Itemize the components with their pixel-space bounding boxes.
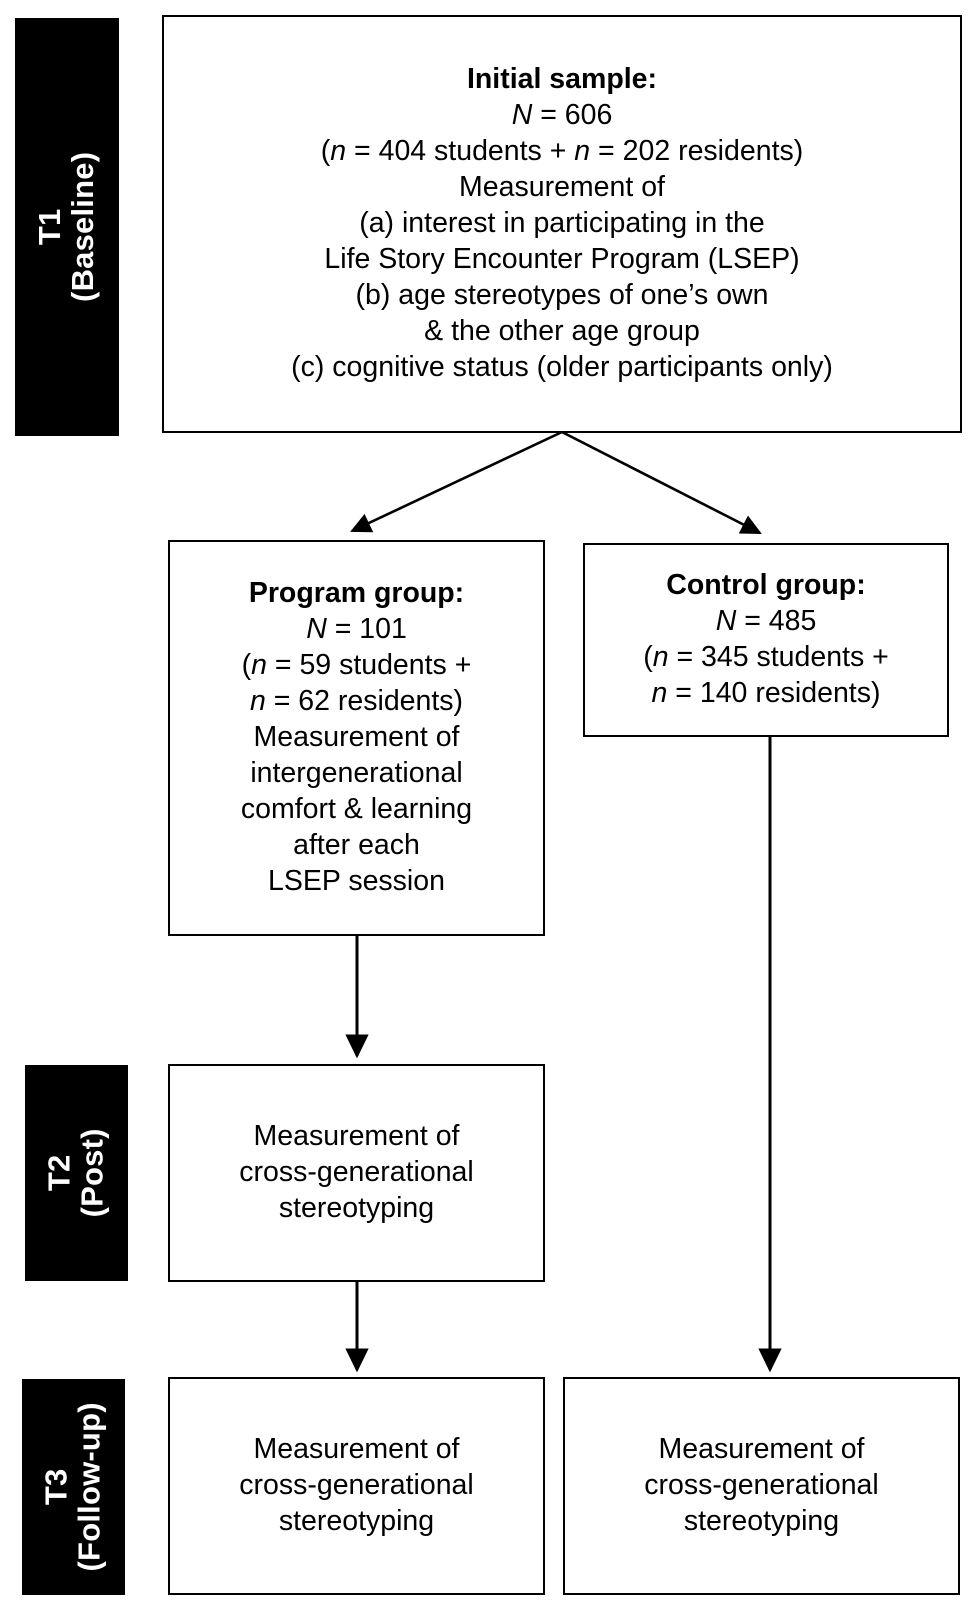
box-t3-control-outcome: Measurement of cross-generational stereo… [563, 1377, 960, 1595]
connector-split-to-control [561, 430, 762, 535]
t2-outcome-line-2: cross-generational [239, 1156, 474, 1189]
timebar-t1-code: T1 [32, 208, 68, 246]
timebar-t1-qualifier: (Baseline) [65, 151, 101, 303]
program-group-paren-open: ( [241, 649, 252, 682]
initial-sample-measurement-label: Measurement of [459, 171, 665, 204]
t3-control-outcome-line-3: stereotyping [683, 1504, 840, 1537]
control-group-breakdown-line1: (n = 345 students + [643, 640, 889, 676]
initial-sample-n-symbol: N [511, 99, 533, 132]
program-group-breakdown-line2: n = 62 residents) [250, 684, 463, 720]
initial-sample-item-b-continued: & the other age group [424, 314, 700, 347]
program-group-n1-symbol: n [251, 649, 267, 682]
initial-sample-n2-value: = 202 residents) [590, 135, 804, 168]
program-group-breakdown-line1: (n = 59 students + [242, 648, 472, 684]
box-program-group: Program group: N = 101 (n = 59 students … [168, 540, 545, 936]
program-group-body-line-5: LSEP session [268, 864, 445, 897]
program-group-heading: Program group: [248, 577, 465, 610]
timebar-t3-qualifier: (Follow-up) [71, 1402, 107, 1572]
control-group-breakdown-line2: n = 140 residents) [652, 676, 881, 712]
box-control-group: Control group: N = 485 (n = 345 students… [583, 543, 949, 737]
program-group-body-line-2: intergenerational [250, 756, 463, 789]
program-group-body-line-1: Measurement of [253, 721, 460, 754]
program-group-body-line-4: after each [293, 828, 420, 861]
control-group-n1-value: = 345 students + [668, 641, 889, 673]
timebar-t2-code: T2 [41, 1154, 77, 1192]
initial-sample-n-value: = 606 [532, 99, 613, 132]
box-initial-sample: Initial sample: N = 606 (n = 404 student… [162, 15, 962, 433]
program-group-body-line-3: comfort & learning [240, 792, 473, 825]
program-group-n2-value: = 62 residents) [265, 685, 464, 718]
t2-outcome-line-1: Measurement of [253, 1120, 460, 1153]
initial-sample-item-a: (a) interest in participating in the [359, 207, 765, 240]
control-group-paren-open: ( [643, 641, 653, 673]
program-group-n-value: = 101 [326, 613, 407, 646]
timebar-t3-code: T3 [38, 1468, 74, 1506]
control-group-n2-symbol: n [651, 676, 668, 709]
initial-sample-paren-open: ( [320, 135, 331, 168]
control-group-n-value: = 485 [736, 605, 817, 638]
timebar-t2-qualifier: (Post) [74, 1128, 110, 1218]
timebar-t3: T3 (Follow-up) [22, 1379, 125, 1595]
t3-control-outcome-line-1: Measurement of [658, 1433, 865, 1466]
initial-sample-item-b: (b) age stereotypes of one’s own [355, 278, 769, 311]
control-group-n-symbol: N [715, 605, 737, 638]
control-group-heading: Control group: [666, 569, 866, 602]
t3-program-outcome-line-2: cross-generational [239, 1469, 474, 1502]
program-group-total-n: N = 101 [306, 612, 407, 648]
initial-sample-breakdown: (n = 404 students + n = 202 residents) [321, 134, 803, 170]
t3-program-outcome-line-1: Measurement of [253, 1433, 460, 1466]
control-group-n1-symbol: n [652, 641, 669, 673]
initial-sample-item-c: (c) cognitive status (older participants… [291, 350, 833, 383]
initial-sample-total-n: N = 606 [512, 98, 613, 134]
box-t3-program-outcome: Measurement of cross-generational stereo… [168, 1377, 545, 1595]
initial-sample-heading: Initial sample: [466, 63, 658, 96]
initial-sample-item-a-continued: Life Story Encounter Program (LSEP) [324, 242, 800, 275]
timebar-t1: T1 (Baseline) [15, 18, 119, 436]
program-group-n2-symbol: n [249, 685, 266, 718]
t3-program-outcome-line-3: stereotyping [278, 1504, 435, 1537]
program-group-n1-value: = 59 students + [266, 649, 472, 682]
timebar-t2: T2 (Post) [25, 1065, 128, 1281]
control-group-n2-value: = 140 residents) [667, 676, 881, 709]
program-group-n-symbol: N [306, 613, 327, 646]
t2-outcome-line-3: stereotyping [278, 1191, 435, 1224]
t3-control-outcome-line-2: cross-generational [644, 1469, 879, 1502]
initial-sample-n2-symbol: n [574, 135, 591, 168]
initial-sample-n1-value: = 404 students + [346, 135, 575, 168]
box-t2-program-outcome: Measurement of cross-generational stereo… [168, 1064, 545, 1282]
control-group-total-n: N = 485 [716, 604, 817, 640]
connector-split-to-program [350, 430, 563, 533]
initial-sample-n1-symbol: n [330, 135, 347, 168]
